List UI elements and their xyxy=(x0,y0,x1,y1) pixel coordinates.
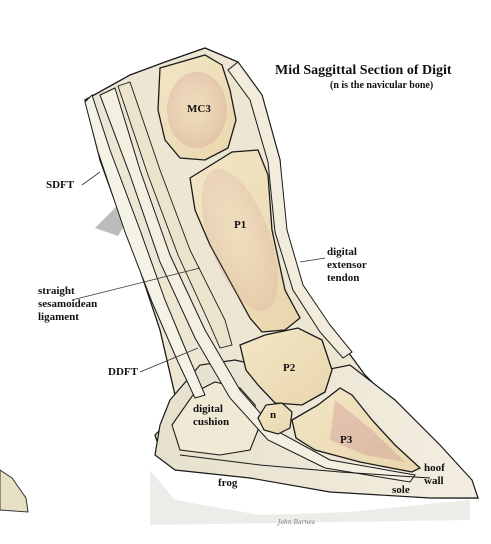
leader-ddft xyxy=(139,347,199,373)
diagram-title: Mid Saggittal Section of Digit xyxy=(275,63,452,78)
label-p2: P2 xyxy=(283,362,296,374)
sesamoidean-ligament xyxy=(117,81,233,349)
label-frog: frog xyxy=(218,477,238,489)
label-ddft: DDFT xyxy=(108,366,138,378)
artist-signature: John Barnes xyxy=(278,519,316,526)
ddft-tendon xyxy=(99,87,416,483)
label-mc3: MC3 xyxy=(187,103,211,115)
extensor-tendon xyxy=(227,61,353,359)
navicular-bone xyxy=(257,402,293,435)
left-hoof-fragment xyxy=(0,469,29,513)
label-sole: sole xyxy=(392,484,410,496)
mc3-marrow xyxy=(167,72,227,148)
label-p3: P3 xyxy=(340,434,353,446)
p3-vascular-tint xyxy=(330,400,405,462)
label-digital-cushion: digital cushion xyxy=(193,403,230,428)
label-hoof-wall: hoof wall xyxy=(424,462,445,487)
p3-bone xyxy=(291,387,422,473)
label-navicular: n xyxy=(270,409,277,421)
leader-sdft xyxy=(81,171,101,186)
label-digital-extensor: digital extensor tendon xyxy=(327,246,367,284)
sdft-tendon xyxy=(84,94,206,399)
label-straight-sesamoidean: straight sesamoidean ligament xyxy=(38,285,98,323)
leader-extensor xyxy=(299,257,326,263)
p2-bone xyxy=(239,327,333,406)
sole-line xyxy=(179,454,431,479)
leader-ssl xyxy=(71,267,201,301)
p1-marrow xyxy=(201,168,279,312)
diagram-subtitle: (n is the navicular bone) xyxy=(330,80,434,91)
label-sdft: SDFT xyxy=(46,179,75,191)
shadow-ground xyxy=(150,470,470,525)
label-p1: P1 xyxy=(234,219,247,231)
